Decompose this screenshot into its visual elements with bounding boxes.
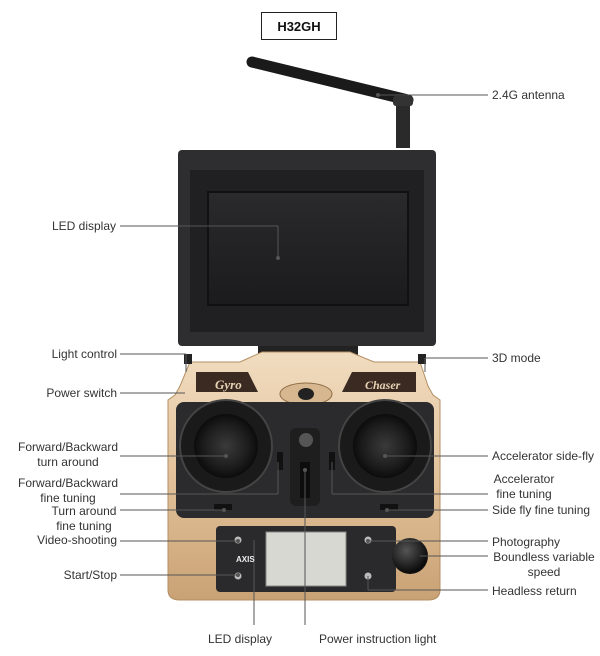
turn-fine-line-1: Turn around	[51, 504, 117, 518]
fwd-turn-line-1: Forward/Backward	[18, 440, 119, 454]
controller-body	[167, 351, 441, 601]
fwd-fine-line-1: Forward/Backward	[18, 476, 119, 490]
boundless-label: Boundless variable speed	[492, 550, 596, 580]
headless-return-label: Headless return	[492, 584, 577, 598]
3d-mode-label: 3D mode	[492, 351, 541, 365]
led-display-top-label: LED display	[51, 219, 116, 233]
photography-label: Photography	[492, 535, 561, 549]
fwd-fine-line-2: fine tuning	[40, 491, 96, 505]
monitor	[178, 150, 436, 360]
model-title: H32GH	[261, 12, 337, 40]
antenna	[246, 56, 414, 148]
start-stop-label: Start/Stop	[63, 568, 117, 582]
antenna-label: 2.4G antenna	[492, 88, 565, 102]
fwd-turn-line-2: turn around	[37, 455, 99, 469]
side-fly-fine-label: Side fly fine tuning	[492, 503, 591, 517]
led-display-bottom-label: LED display	[208, 632, 273, 646]
accel-fine-line-1: Accelerator	[493, 472, 555, 486]
video-shooting-label: Video-shooting	[37, 533, 117, 547]
brand-left: Gyro	[215, 377, 242, 392]
axis-logo: AXIS	[236, 555, 255, 564]
light-control-label: Light control	[51, 347, 117, 361]
fwd-turn-label: Forward/Backward turn around	[18, 440, 118, 470]
turn-fine-line-2: fine tuning	[56, 519, 112, 533]
boundless-line-1: Boundless variable	[493, 550, 595, 564]
accel-fine-line-2: fine tuning	[496, 487, 552, 501]
power-light-label: Power instruction light	[319, 632, 437, 646]
leader-lines	[120, 94, 488, 625]
brand-right: Chaser	[365, 378, 401, 392]
accel-fine-label: Accelerator fine tuning	[486, 472, 562, 502]
boundless-line-2: speed	[527, 565, 561, 579]
fwd-fine-label: Forward/Backward fine tuning	[18, 476, 118, 506]
turn-fine-label: Turn around fine tuning	[48, 504, 120, 534]
accel-side-fly-label: Accelerator side-fly	[492, 449, 595, 463]
power-switch-label: Power switch	[46, 386, 117, 400]
